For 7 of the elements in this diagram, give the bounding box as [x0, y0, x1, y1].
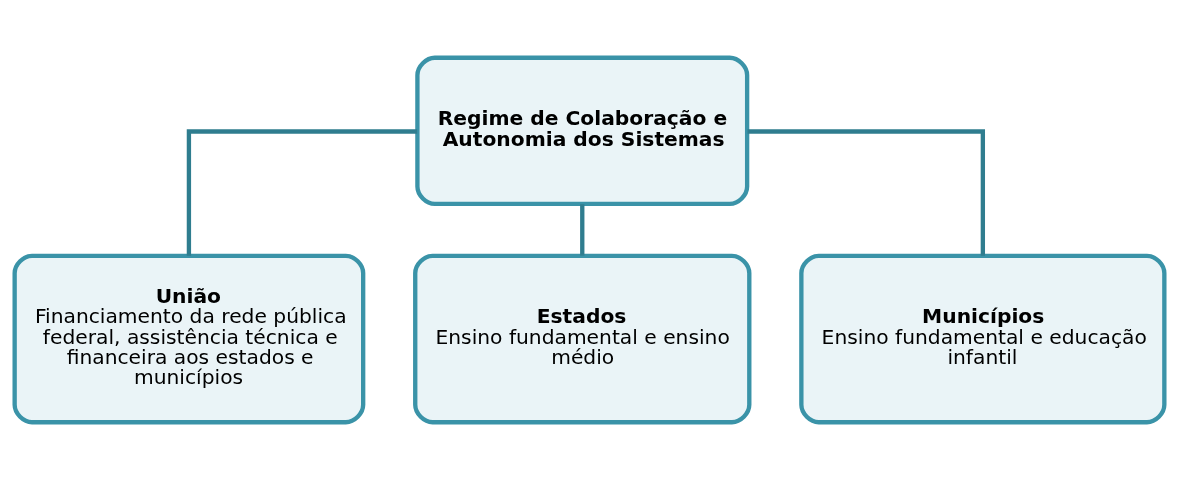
- connector: [580, 203, 585, 256]
- connector: [747, 128, 985, 256]
- node-box: União Financiamento da rede pública federal, assistência técnica e financeira aos estados e municípios: [12, 253, 366, 424]
- node-box: Estados Ensino fundamental e ensino médio: [413, 253, 752, 424]
- node-box: Municípios Ensino fundamental e educação infantil: [799, 253, 1167, 424]
- node-box: Regime de Colaboração e Autonomia dos Sistemas: [415, 55, 750, 206]
- connector: [186, 128, 418, 256]
